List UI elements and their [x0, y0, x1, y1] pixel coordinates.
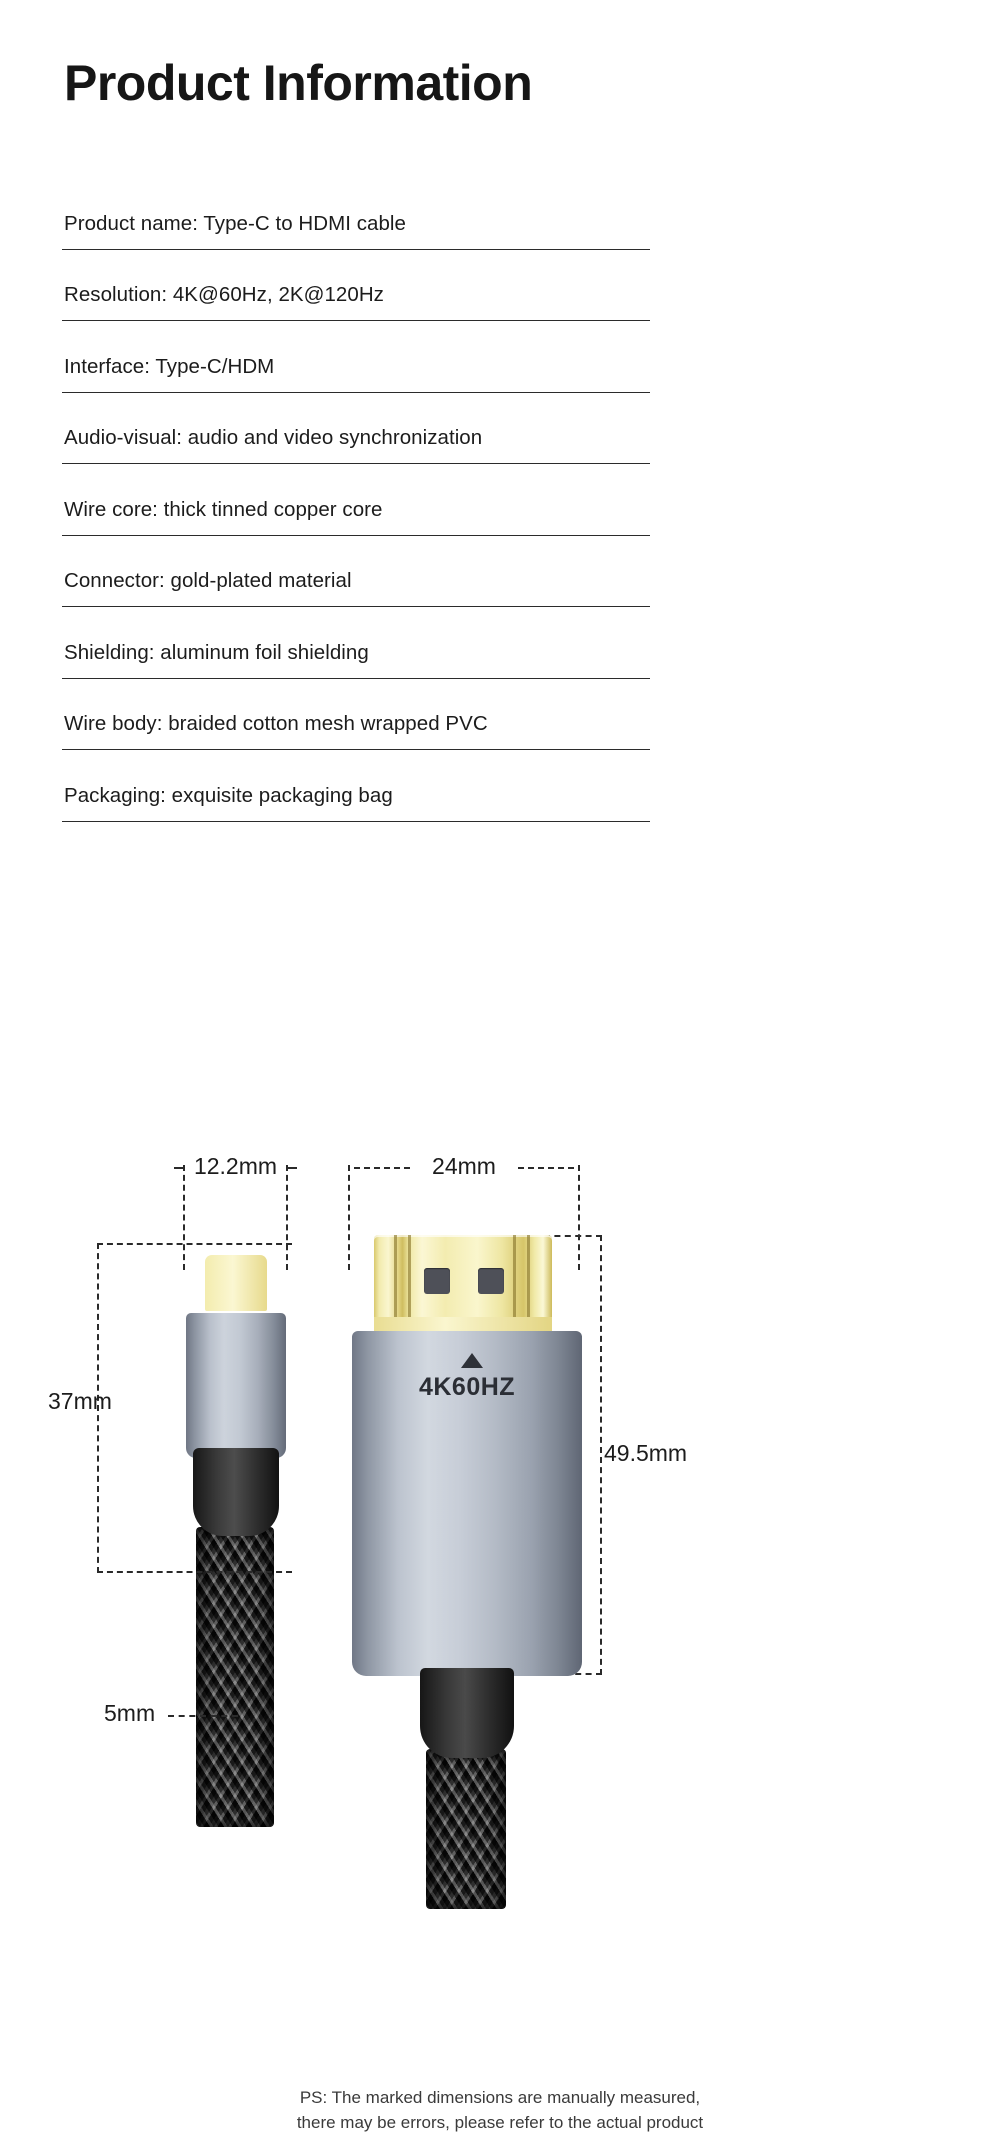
spec-text: Resolution: 4K@60Hz, 2K@120Hz — [64, 283, 384, 306]
spec-row-wire-core: Wire core: thick tinned copper core — [62, 464, 650, 536]
typec-strain-relief — [193, 1448, 279, 1536]
hdmi-aluminum-housing — [352, 1331, 582, 1676]
hdmi-connector-pin — [424, 1268, 450, 1294]
specification-list: Product name: Type-C to HDMI cable Resol… — [62, 178, 650, 822]
typec-height-dimension-box — [97, 1243, 292, 1573]
disclaimer-note: PS: The marked dimensions are manually m… — [0, 2086, 1000, 2135]
hdmi-connector-ridge — [527, 1235, 530, 1335]
typec-width-dimension-box — [183, 1165, 288, 1270]
page-title: Product Information — [64, 55, 533, 111]
spec-row-connector: Connector: gold-plated material — [62, 536, 650, 607]
hdmi-strain-relief — [420, 1668, 514, 1758]
spec-row-wire-body: Wire body: braided cotton mesh wrapped P… — [62, 679, 650, 750]
spec-text: Audio-visual: audio and video synchroniz… — [64, 426, 483, 449]
hdmi-connector-ridge — [408, 1235, 411, 1335]
spec-row-audio-visual: Audio-visual: audio and video synchroniz… — [62, 393, 650, 464]
hdmi-braided-cable — [426, 1749, 506, 1909]
disclaimer-line-2: there may be errors, please refer to the… — [296, 2112, 704, 2132]
typec-width-label: 12.2mm — [174, 1153, 297, 1180]
product-dimension-diagram: 12.2mm 37mm 5mm 24mm 49.5mm 4K60HZ — [0, 1135, 1000, 2153]
hdmi-width-label: 24mm — [348, 1153, 580, 1180]
hdmi-connector-ridge — [513, 1235, 516, 1335]
hdmi-resolution-marking: 4K60HZ — [418, 1373, 516, 1401]
spec-text: Packaging: exquisite packaging bag — [64, 783, 393, 807]
hdmi-height-label: 49.5mm — [604, 1440, 688, 1466]
hdmi-connector-ridge — [394, 1235, 397, 1335]
typec-cable-diameter-label: 5mm — [104, 1700, 156, 1726]
typec-gold-connector-inner — [205, 1255, 267, 1311]
spec-row-packaging: Packaging: exquisite packaging bag — [62, 750, 650, 822]
spec-text: Interface: Type-C/HDM — [64, 354, 275, 378]
spec-text: Connector: gold-plated material — [64, 569, 352, 592]
spec-text: Shielding: aluminum foil shielding — [64, 640, 369, 664]
typec-cable-diameter-leader-line — [168, 1715, 238, 1717]
typec-aluminum-housing — [186, 1313, 286, 1458]
hdmi-width-dimension-box — [348, 1165, 580, 1270]
typec-braided-cable — [196, 1527, 274, 1827]
spec-text: Wire core: thick tinned copper core — [64, 497, 383, 521]
disclaimer-line-1: PS: The marked dimensions are manually m… — [299, 2088, 701, 2107]
hdmi-connector-pin — [478, 1268, 504, 1294]
spec-row-shielding: Shielding: aluminum foil shielding — [62, 607, 650, 679]
spec-text: Wire body: braided cotton mesh wrapped P… — [64, 712, 488, 735]
spec-row-product-name: Product name: Type-C to HDMI cable — [62, 178, 650, 250]
typec-height-label: 37mm — [48, 1388, 112, 1414]
spec-row-interface: Interface: Type-C/HDM — [62, 321, 650, 393]
spec-text: Product name: Type-C to HDMI cable — [64, 211, 406, 235]
spec-row-resolution: Resolution: 4K@60Hz, 2K@120Hz — [62, 250, 650, 321]
triangle-up-icon — [461, 1353, 483, 1368]
